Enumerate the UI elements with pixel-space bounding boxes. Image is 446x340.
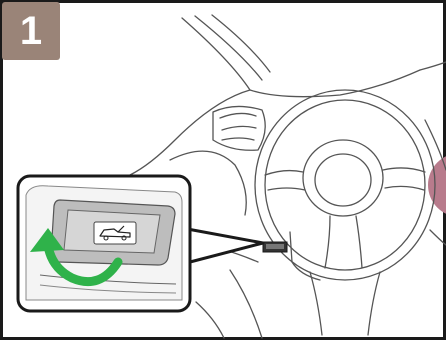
trunk-open-icon	[94, 222, 136, 244]
step-number: 1	[20, 11, 42, 51]
hood-release-switch	[263, 242, 287, 252]
step-badge: 1	[2, 2, 60, 60]
callout-pointer	[182, 228, 263, 262]
